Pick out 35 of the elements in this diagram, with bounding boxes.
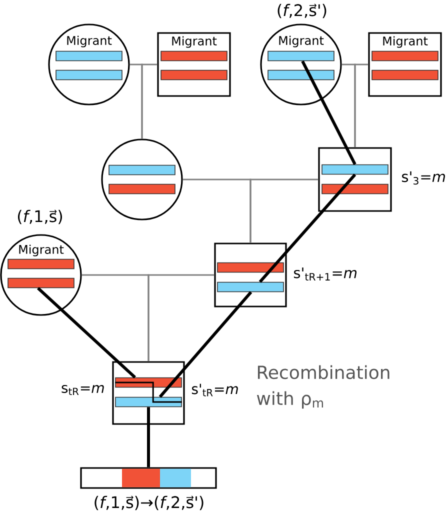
state-label: s'$_{3}$=m: [402, 171, 445, 185]
state-label: s$_{tR}$=m: [62, 384, 104, 395]
lineage-line: [258, 174, 356, 283]
state-label: s'$_{tR}$=m: [192, 384, 238, 396]
lineage-line: [36, 287, 136, 378]
chromosome-bar: [8, 278, 74, 288]
pedigree-line: [250, 178, 318, 243]
pedigree-line: [148, 274, 214, 362]
chromosome-bar: [115, 396, 182, 408]
chromosome-bar: [372, 70, 438, 80]
chromosome-bar: [217, 262, 284, 273]
chromosome-bar: [268, 50, 334, 62]
chromosome-bar: [372, 50, 438, 62]
chromosome-bar: [108, 164, 176, 176]
lineage-line: [301, 60, 356, 166]
chromosome-bar: [56, 70, 122, 80]
chromosome-bar: [217, 282, 284, 292]
chromosome-bar: [160, 50, 228, 62]
lineage-label: (f,2,s⃗'): [278, 4, 326, 18]
lineage-line: [158, 291, 252, 398]
crossover-line: [115, 382, 182, 403]
chromosome-bar: [8, 258, 74, 270]
lineage-line: [147, 407, 150, 468]
pedigree-line: [354, 64, 368, 148]
chromosome-bar: [322, 184, 388, 194]
lineage-label: (f,1,s⃗)→(f,2,s⃗'): [94, 496, 204, 510]
state-label: s'$_{tR+1}$=m: [294, 268, 357, 280]
pedigree-line: [141, 64, 158, 139]
chromosome-bar: [160, 70, 228, 80]
chromosome-bar: [108, 184, 176, 194]
annotation-text: Recombination with ρ$_{m}$: [256, 365, 390, 409]
chromosome-bar: [56, 50, 122, 62]
chromosome-bar: [322, 164, 388, 175]
chromosome-bar: [268, 70, 334, 80]
lineage-label: (f,1,s⃗): [18, 210, 62, 224]
